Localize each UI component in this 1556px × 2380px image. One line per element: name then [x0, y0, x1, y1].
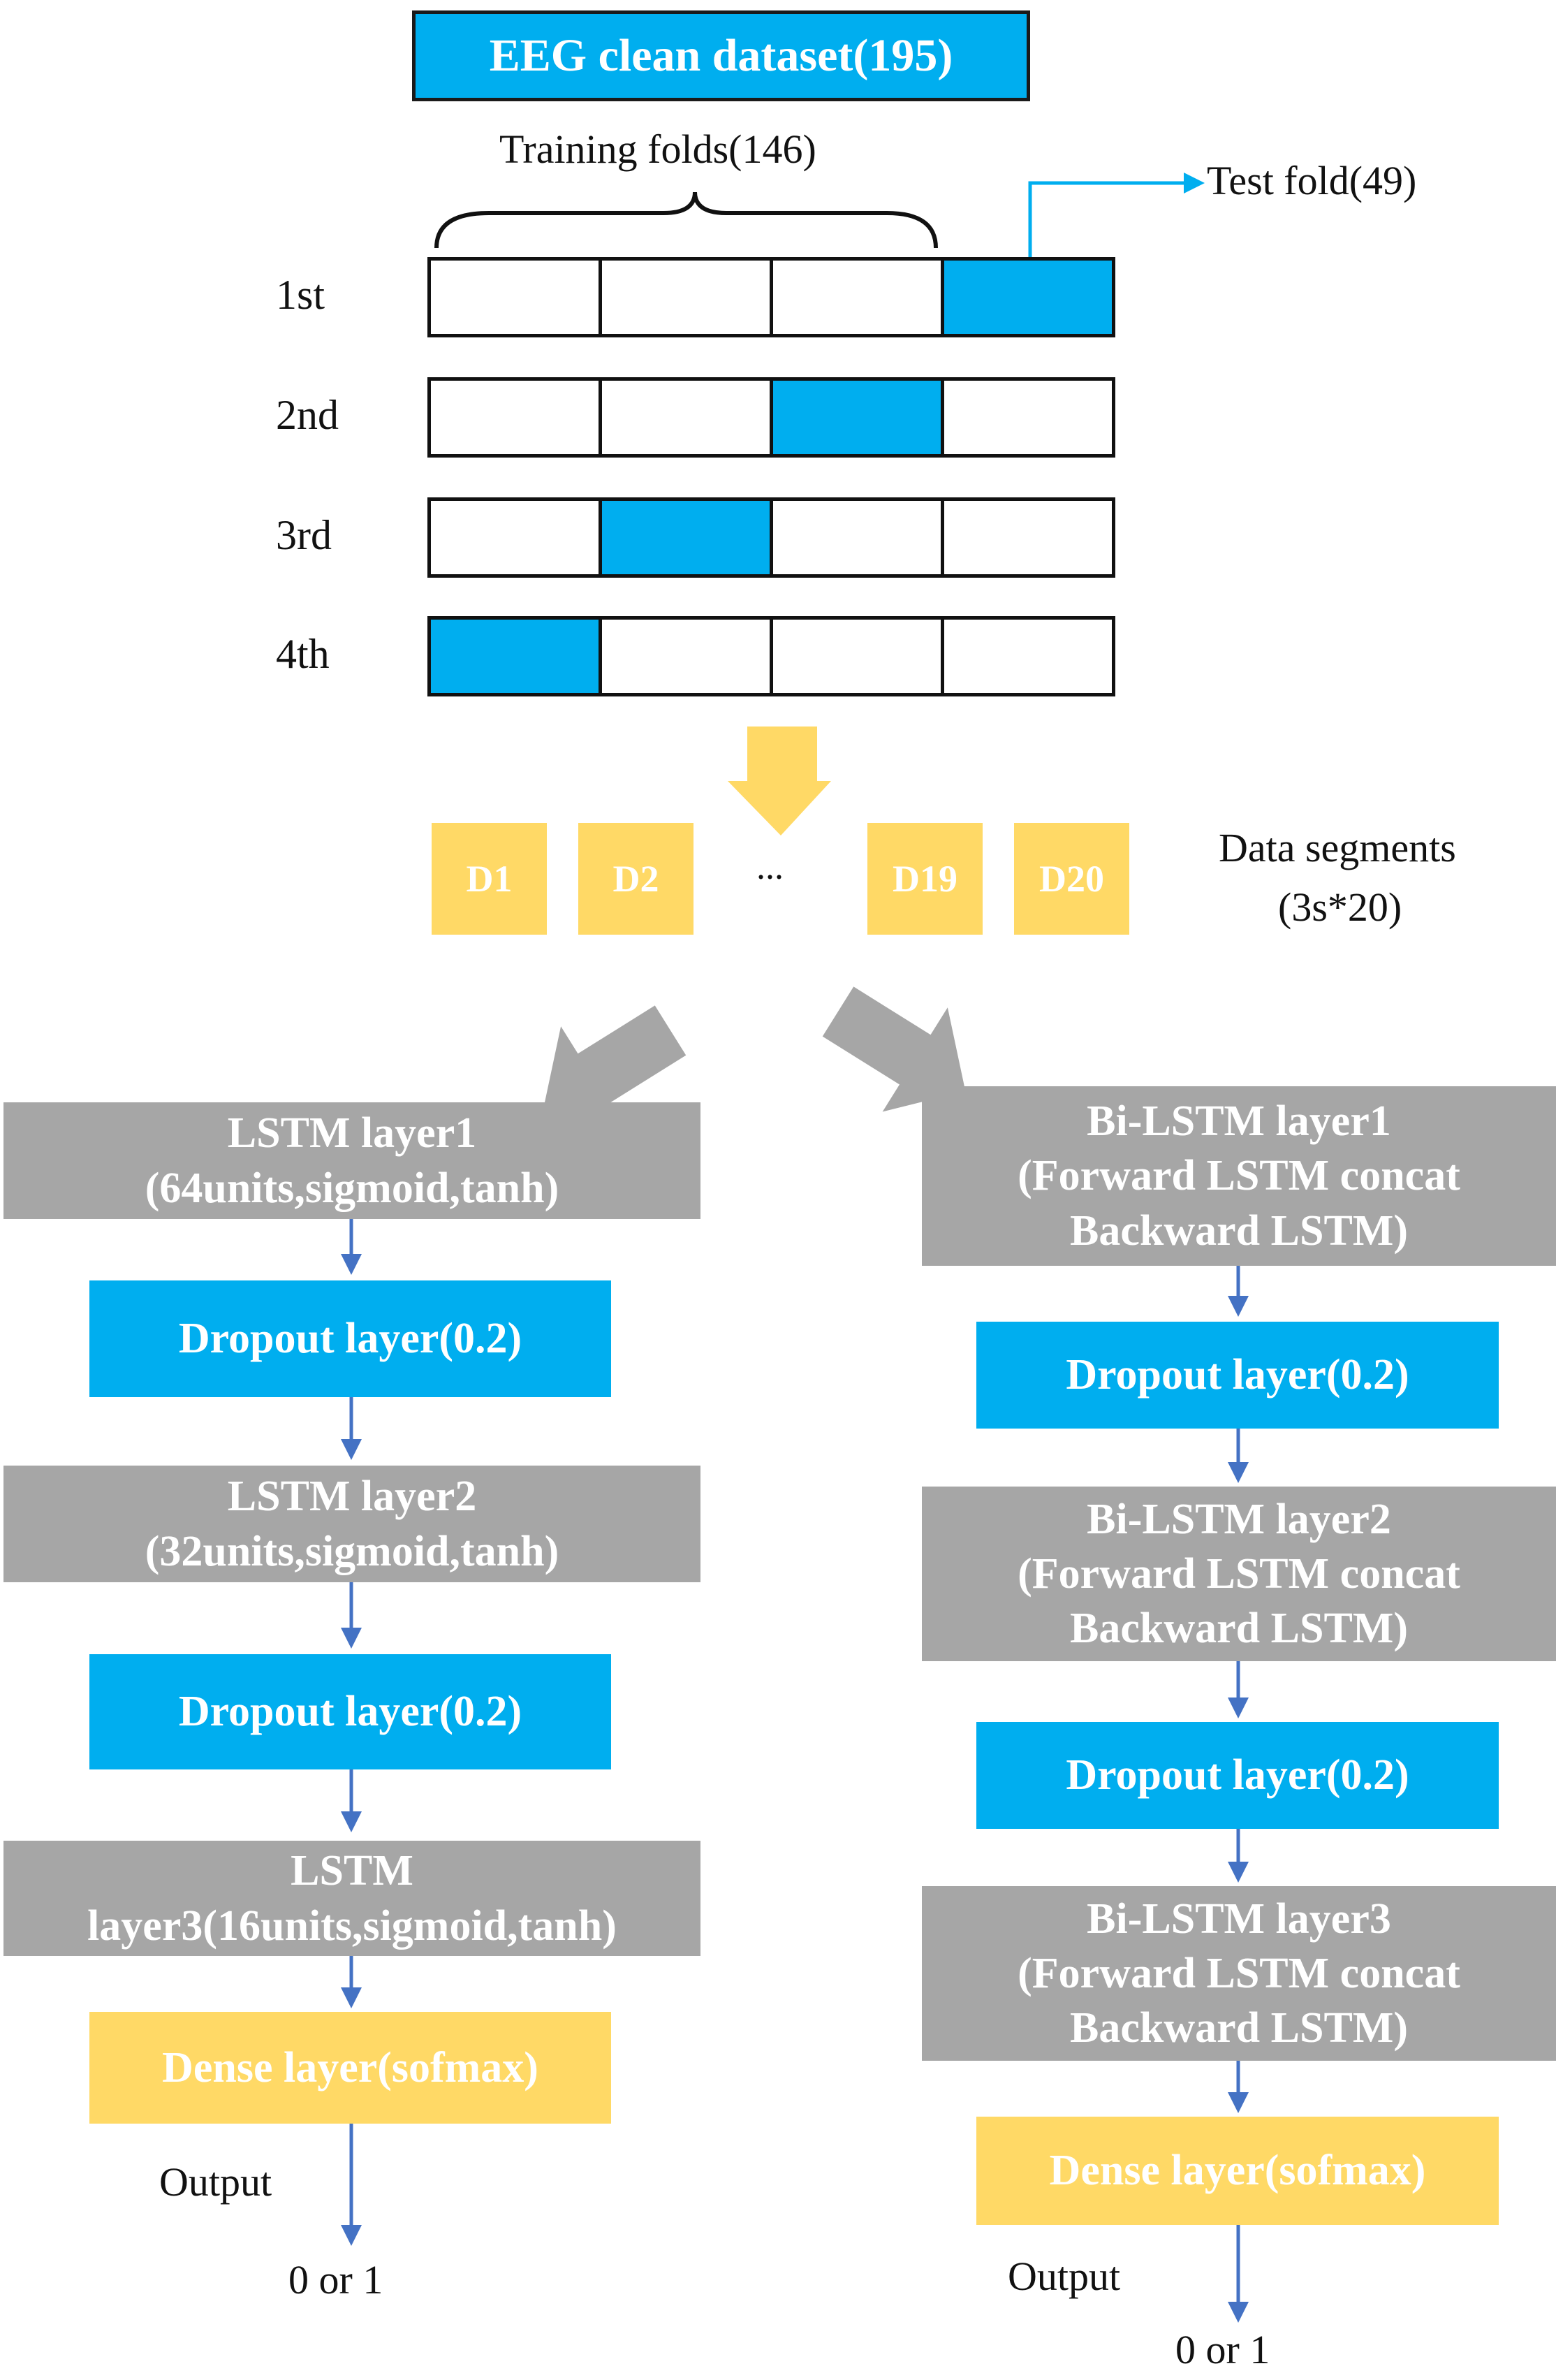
- layer-text-line: (Forward LSTM concat: [1018, 1949, 1460, 1997]
- segment-label: D1: [466, 857, 513, 900]
- layer-text: Dropout layer(0.2): [1066, 1348, 1409, 1402]
- test-fold-arrow: [1028, 173, 1205, 257]
- layer-text: LSTM layer1 (64units,sigmoid,tanh): [145, 1106, 559, 1215]
- layer-text-line: Dropout layer(0.2): [178, 1688, 522, 1736]
- test-fold-cell: [773, 381, 944, 454]
- fold-row: [427, 377, 1115, 458]
- gray-arrow-right: [822, 986, 966, 1112]
- training-fold-cell: [602, 620, 773, 693]
- gray-arrow-left: [543, 1005, 687, 1131]
- training-fold-cell: [602, 381, 773, 454]
- layer-text-line: LSTM: [291, 1847, 413, 1895]
- dataset-box: EEG clean dataset(195): [412, 10, 1030, 101]
- lstm-output-label: Output: [159, 2159, 272, 2205]
- segment-box: D1: [432, 823, 547, 935]
- bilstm-result-label: 0 or 1: [1175, 2327, 1270, 2372]
- training-fold-cell: [944, 501, 1112, 574]
- segments-caption-line1: Data segments: [1219, 825, 1456, 870]
- lstm-layer-box: LSTM layer3(16units,sigmoid,tanh): [3, 1841, 700, 1956]
- fold-row: [427, 497, 1115, 578]
- segment-box: D19: [867, 823, 983, 935]
- training-fold-cell: [773, 501, 944, 574]
- layer-text-line: (32units,sigmoid,tanh): [145, 1527, 559, 1575]
- layer-text-line: (Forward LSTM concat: [1018, 1549, 1460, 1598]
- layer-text: LSTM layer2 (32units,sigmoid,tanh): [145, 1469, 559, 1578]
- training-fold-cell: [773, 620, 944, 693]
- layer-text-line: Dropout layer(0.2): [1066, 1751, 1409, 1799]
- training-fold-cell: [431, 381, 602, 454]
- layer-text-line: LSTM layer2: [227, 1473, 477, 1521]
- layer-text-line: Bi-LSTM layer3: [1087, 1894, 1391, 1943]
- bilstm-output-label: Output: [1008, 2254, 1121, 2299]
- layer-text-line: Dropout layer(0.2): [1066, 1351, 1409, 1399]
- training-fold-cell: [431, 261, 602, 334]
- layer-text-line: Bi-LSTM layer1: [1087, 1097, 1391, 1146]
- lstm-result-label: 0 or 1: [288, 2257, 383, 2302]
- dropout-layer-box: Dropout layer(0.2): [976, 1322, 1499, 1429]
- layer-text-line: Dense layer(sofmax): [162, 2043, 538, 2091]
- segment-label: D2: [612, 857, 659, 900]
- test-fold-cell: [602, 501, 773, 574]
- training-folds-label: Training folds(146): [499, 126, 816, 172]
- fold-row-label: 2nd: [276, 392, 339, 438]
- training-fold-cell: [944, 381, 1112, 454]
- layer-text-line: LSTM layer1: [227, 1109, 477, 1158]
- lstm-layer-box: LSTM layer2 (32units,sigmoid,tanh): [3, 1466, 700, 1582]
- layer-text: Dense layer(sofmax): [162, 2040, 538, 2095]
- layer-text: Dropout layer(0.2): [179, 1684, 522, 1739]
- lstm-layer-box: LSTM layer1 (64units,sigmoid,tanh): [3, 1102, 700, 1219]
- dropout-layer-box: Dropout layer(0.2): [89, 1280, 611, 1397]
- fold-row-label: 3rd: [276, 512, 332, 558]
- yellow-down-arrow: [728, 727, 831, 835]
- training-fold-cell: [431, 501, 602, 574]
- segment-label: D20: [1039, 857, 1104, 900]
- layer-text-line: Backward LSTM): [1070, 2004, 1408, 2052]
- test-fold-cell: [944, 261, 1112, 334]
- layer-text-line: Dropout layer(0.2): [178, 1315, 522, 1363]
- layer-text-line: Backward LSTM): [1070, 1605, 1408, 1653]
- test-fold-label: Test fold(49): [1207, 158, 1417, 203]
- test-fold-cell: [431, 620, 602, 693]
- training-folds-brace: [434, 191, 938, 249]
- training-fold-cell: [602, 261, 773, 334]
- layer-text-line: Backward LSTM): [1070, 1206, 1408, 1255]
- layer-text: Dense layer(sofmax): [1050, 2143, 1426, 2198]
- fold-row-label: 1st: [276, 272, 325, 318]
- fold-row-label: 4th: [276, 631, 330, 677]
- layer-text-line: (Forward LSTM concat: [1018, 1152, 1460, 1200]
- layer-text-line: Dense layer(sofmax): [1049, 2147, 1426, 2195]
- layer-text: Dropout layer(0.2): [1066, 1748, 1409, 1802]
- layer-text-line: (64units,sigmoid,tanh): [145, 1164, 559, 1212]
- segment-label: D19: [893, 857, 957, 900]
- segments-caption-line2: (3s*20): [1278, 884, 1402, 930]
- layer-text-line: layer3(16units,sigmoid,tanh): [87, 1901, 617, 1950]
- dense-layer-box: Dense layer(sofmax): [976, 2117, 1499, 2225]
- layer-text-line: Bi-LSTM layer2: [1087, 1495, 1391, 1543]
- fold-row: [427, 257, 1115, 337]
- segments-ellipsis: ...: [756, 847, 784, 887]
- training-fold-cell: [944, 620, 1112, 693]
- segment-box: D2: [578, 823, 693, 935]
- dropout-layer-box: Dropout layer(0.2): [976, 1722, 1499, 1829]
- layer-text: Dropout layer(0.2): [179, 1311, 522, 1366]
- dataset-label: EEG clean dataset(195): [489, 30, 953, 82]
- layer-text: LSTM layer3(16units,sigmoid,tanh): [87, 1844, 617, 1952]
- training-fold-cell: [773, 261, 944, 334]
- segment-box: D20: [1014, 823, 1129, 935]
- dense-layer-box: Dense layer(sofmax): [89, 2012, 611, 2124]
- dropout-layer-box: Dropout layer(0.2): [89, 1654, 611, 1769]
- fold-row: [427, 616, 1115, 696]
